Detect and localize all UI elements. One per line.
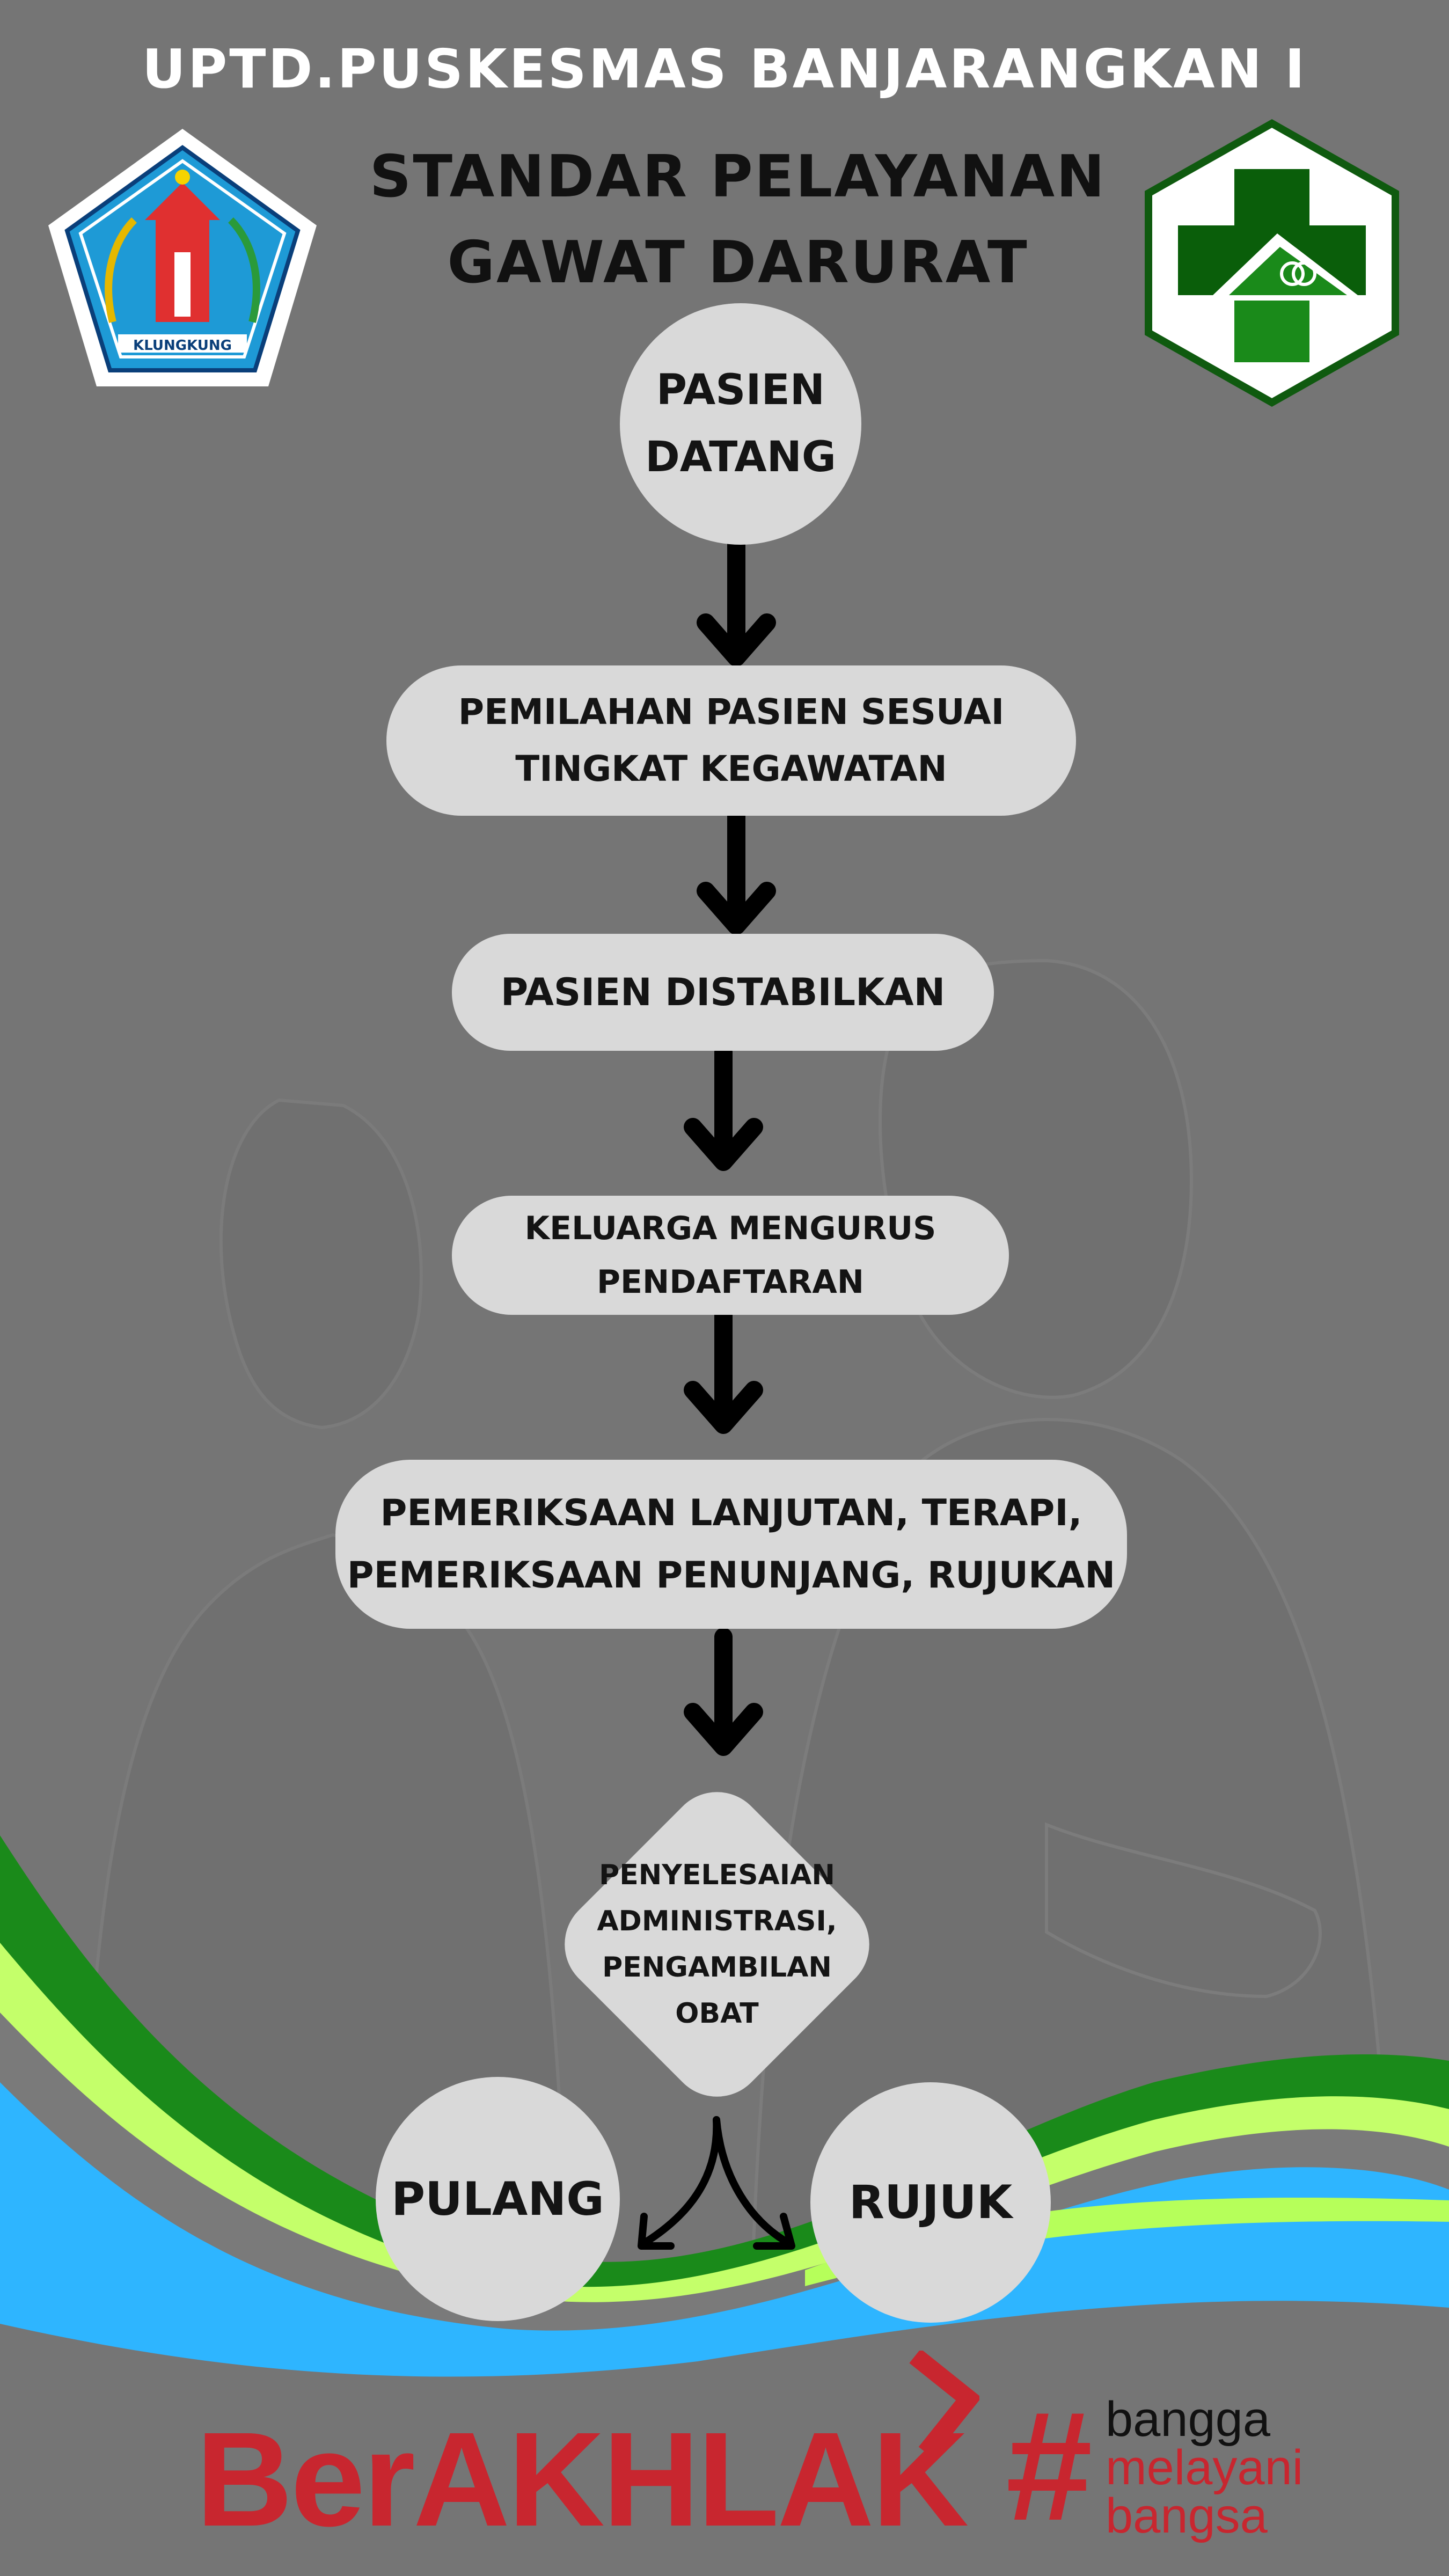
node-distabilkan-line1: PASIEN DISTABILKAN xyxy=(500,970,946,1014)
node-penyelesaian-administrasi: PENYELESAIAN ADMINISTRASI, PENGAMBILAN O… xyxy=(544,1771,890,2118)
klungkung-seal-logo: KLUNGKUNG xyxy=(48,129,317,386)
subtitle-line1: STANDAR PELAYANAN xyxy=(369,143,1107,210)
page-title: UPTD.PUSKESMAS BANJARANGKAN I xyxy=(142,38,1307,100)
node-pulang: PULANG xyxy=(376,2077,620,2321)
diamond-label: PENYELESAIAN ADMINISTRASI, PENGAMBILAN O… xyxy=(544,1771,890,2118)
node-keluarga-line1: KELUARGA MENGURUS xyxy=(524,1210,936,1247)
node-keluarga-line2: PENDAFTARAN xyxy=(597,1263,864,1301)
diamond-line2: ADMINISTRASI, xyxy=(597,1905,837,1937)
node-pasien-datang-line1: PASIEN xyxy=(656,366,825,414)
bangga-melayani-logo: # bangga melayani bangsa xyxy=(1004,2388,1336,2555)
subtitle-line2: GAWAT DARURAT xyxy=(447,229,1029,296)
node-pemeriksaan-line2: PEMERIKSAAN PENUNJANG, RUJUKAN xyxy=(347,1554,1116,1597)
arrow-2-head xyxy=(697,882,776,935)
diamond-line4: OBAT xyxy=(675,1997,759,2030)
node-pasien-datang-line2: DATANG xyxy=(645,433,836,481)
node-pemeriksaan-lanjutan: PEMERIKSAAN LANJUTAN, TERAPI, PEMERIKSAA… xyxy=(335,1460,1127,1629)
puskesmas-logo xyxy=(1145,119,1399,407)
arrow-to-pulang xyxy=(640,2116,721,2247)
node-pulang-label: PULANG xyxy=(391,2172,604,2226)
brand-bangga: bangga xyxy=(1106,2392,1270,2447)
node-pemeriksaan-line1: PEMERIKSAAN LANJUTAN, TERAPI, xyxy=(380,1491,1082,1534)
wave-bottom-gray xyxy=(0,2301,1449,2576)
node-pemilahan-line1: PEMILAHAN PASIEN SESUAI xyxy=(458,691,1005,733)
node-rujuk: RUJUK xyxy=(810,2082,1051,2323)
node-pasien-distabilkan: PASIEN DISTABILKAN xyxy=(452,934,994,1051)
diamond-line3: PENGAMBILAN xyxy=(602,1951,832,1984)
arrow-to-rujuk-head xyxy=(753,2213,795,2250)
brand-bangsa: bangsa xyxy=(1106,2489,1268,2543)
node-pasien-datang: PASIEN DATANG xyxy=(620,303,861,545)
berakhlak-logo: BerAKHLAK xyxy=(196,2351,979,2560)
hash-icon: # xyxy=(1004,2379,1091,2553)
arrow-3-head xyxy=(684,1118,763,1171)
berakhlak-chevron-icon xyxy=(909,2351,979,2458)
diamond-line1: PENYELESAIAN xyxy=(599,1859,835,1891)
arrow-to-pulang-head xyxy=(638,2213,675,2250)
arrow-4-head xyxy=(684,1381,763,1434)
wave-blue-light xyxy=(805,2198,1449,2286)
arrow-to-rujuk xyxy=(713,2116,793,2247)
arrow-1-head xyxy=(697,613,776,667)
berakhlak-text: BerAKHLAK xyxy=(196,2404,969,2554)
node-rujuk-label: RUJUK xyxy=(848,2176,1013,2229)
node-pemilahan-line2: TINGKAT KEGAWATAN xyxy=(515,748,947,789)
brand-melayani: melayani xyxy=(1106,2440,1304,2495)
node-keluarga-mengurus: KELUARGA MENGURUS PENDAFTARAN xyxy=(452,1196,1009,1315)
arrow-5-head xyxy=(684,1703,763,1756)
seal-label: KLUNGKUNG xyxy=(133,338,232,354)
node-pemilahan-pasien: PEMILAHAN PASIEN SESUAI TINGKAT KEGAWATA… xyxy=(386,665,1076,816)
